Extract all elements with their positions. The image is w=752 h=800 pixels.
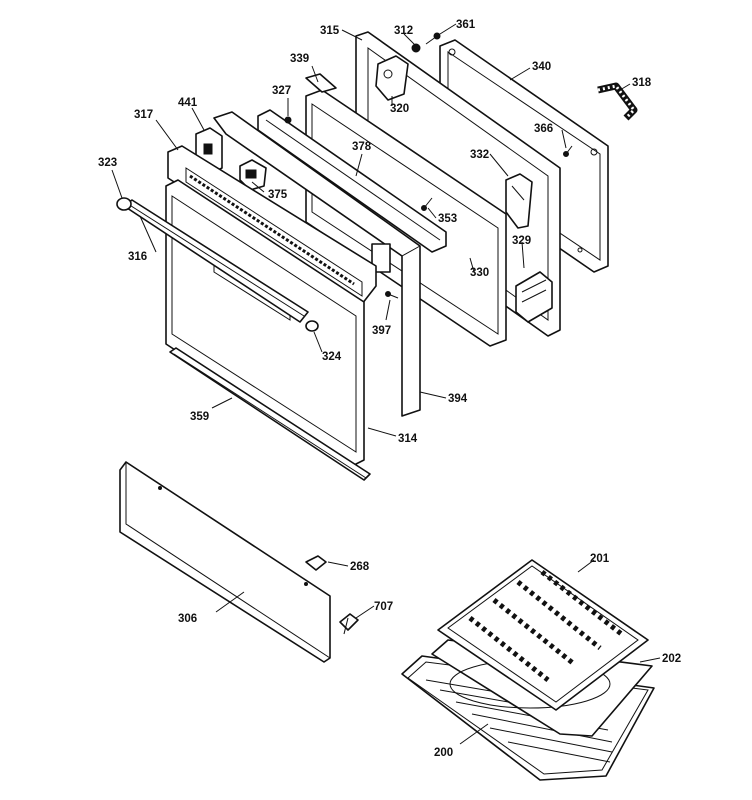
door-frame-394	[213, 111, 421, 417]
end-cap-323	[116, 197, 132, 211]
clip-707	[339, 613, 359, 635]
callout-268: 268	[350, 561, 370, 573]
callout-340: 340	[532, 61, 551, 73]
callout-332: 332	[470, 149, 489, 161]
callout-306: 306	[178, 613, 197, 625]
callout-339: 339	[290, 53, 309, 65]
gasket-318	[597, 82, 638, 121]
clip-312	[411, 43, 421, 53]
door-outer-panel-314	[165, 179, 365, 467]
glass-panel-339	[305, 73, 337, 93]
callout-359: 359	[190, 411, 209, 423]
callout-394: 394	[448, 393, 468, 405]
callout-312: 312	[394, 25, 413, 37]
callout-200: 200	[434, 747, 453, 759]
callout-202: 202	[662, 653, 681, 665]
callout-375: 375	[268, 189, 288, 201]
callout-366: 366	[534, 123, 553, 135]
callout-201: 201	[590, 553, 610, 565]
leader-lines	[111, 23, 661, 745]
door-top-trim-317	[167, 145, 377, 305]
broiler-grid-201	[437, 559, 649, 711]
hinge-bracket-332	[505, 173, 533, 229]
screw-366	[563, 145, 573, 157]
screw-361	[425, 32, 441, 45]
callout-315: 315	[320, 25, 340, 37]
end-cap-324	[305, 320, 319, 332]
hinge-329	[515, 271, 553, 323]
drawer-panel-306	[119, 461, 331, 663]
callout-324: 324	[322, 351, 342, 363]
callout-397: 397	[372, 325, 391, 337]
callout-353: 353	[438, 213, 457, 225]
bottom-trim-359	[169, 347, 371, 481]
callout-323: 323	[98, 157, 117, 169]
callout-441: 441	[178, 97, 198, 109]
clip-268	[305, 555, 327, 571]
hinge-320	[375, 55, 409, 101]
screw-327	[284, 116, 292, 124]
callout-329: 329	[512, 235, 531, 247]
screw-353	[421, 197, 433, 211]
callout-318: 318	[632, 77, 652, 89]
callout-314: 314	[398, 433, 418, 445]
callout-707: 707	[374, 601, 393, 613]
callout-361: 361	[456, 19, 476, 31]
callout-320: 320	[390, 103, 409, 115]
callout-316: 316	[128, 251, 147, 263]
callout-330: 330	[470, 267, 489, 279]
callout-labels: 315 312 361 339 340 318 327 320 441 317 …	[98, 19, 681, 759]
bracket-375	[239, 159, 267, 191]
screw-397	[385, 291, 399, 299]
callout-317: 317	[134, 109, 153, 121]
callout-327: 327	[272, 85, 291, 97]
callout-378: 378	[352, 141, 372, 153]
